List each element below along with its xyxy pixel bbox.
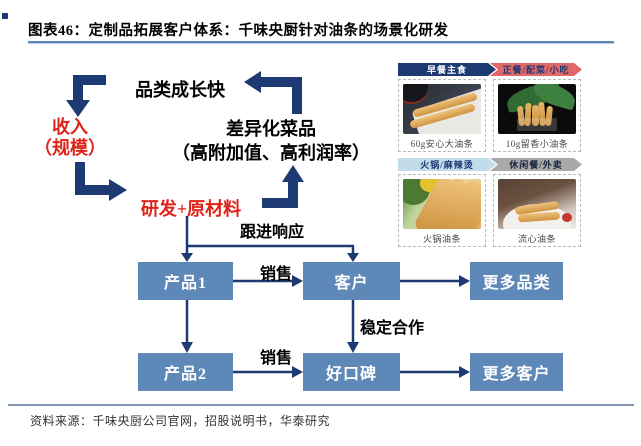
photo-hotpot-youtiao [403,179,481,229]
photo-big-youtiao [403,84,481,134]
glass-shape [516,118,558,131]
photo-small-youtiao [498,84,576,134]
edge-label-sales-bottom: 销售 [259,350,292,367]
product-caption: 火锅油条 [422,234,461,244]
scenario-banner-leisure-takeout: 休闲餐/外卖 [490,158,582,171]
title-divider [28,41,614,43]
cycle-arrow-down-icon [66,75,106,117]
scenario-banner-hotpot: 火锅/麻辣烫 [398,158,496,171]
flow-box-product1: 产品1 [138,262,233,300]
dishes-line2: （高附加值、高利润率） [172,143,370,163]
photo-molten-core-youtiao [498,179,576,229]
edge-label-stable-cooperation: 稳定合作 [360,320,425,337]
cycle-arrow-right-icon [75,162,127,201]
product-caption: 流心油条 [517,234,556,244]
product-caption: 10g留香小油条 [505,139,569,149]
scenario-banner-meal-snack: 正餐/配菜/小吃 [490,63,582,76]
cycle-arrow-up-icon [262,165,304,208]
edge-label-sales-top: 销售 [259,266,292,283]
label-follow-up-response: 跟进响应 [240,224,305,241]
cycle-label-differentiated-dishes: 差异化菜品 （高附加值、高利润率） [140,117,402,165]
product-card-leisure: 流心油条 [493,174,581,247]
cycle-label-rd-materials: 研发+原材料 [140,199,242,219]
arrow-product1-product2 [181,300,193,353]
tomato-shape [561,213,573,222]
scenario-banner-breakfast: 早餐主食 [398,63,496,76]
page-corner-mark [2,13,8,19]
cycle-label-category-growth: 品类成长快 [135,80,225,100]
bowl-shape [403,84,428,102]
product-card-breakfast: 60g安心大油条 [398,79,486,152]
footer-divider [8,404,634,406]
revenue-line2: （规模） [34,138,106,158]
arrow-reputation-more-customers [400,366,470,378]
cycle-arrow-left-icon [244,71,302,114]
cycle-label-revenue: 收入 （规模） [22,117,118,159]
product-card-meal-snack: 10g留香小油条 [493,79,581,152]
flow-box-product2: 产品2 [138,353,233,391]
product-caption: 60g安心大油条 [410,139,474,149]
arrow-customer-reputation [347,300,359,353]
product-card-hotpot: 火锅油条 [398,174,486,247]
youtiao-stick [532,105,539,126]
flow-box-more-customers: 更多客户 [470,353,563,391]
flow-box-more-categories: 更多品类 [470,262,563,300]
dishes-line1: 差异化菜品 [226,119,316,139]
revenue-line1: 收入 [52,117,88,137]
flow-box-reputation: 好口碑 [303,353,400,391]
flow-box-customer: 客户 [303,262,400,300]
arrow-customer-more-categories [400,275,470,287]
source-note: 资料来源：千味央厨公司官网，招股说明书，华泰研究 [30,414,331,428]
figure-title: 图表46：定制品拓展客户体系：千味央厨针对油条的场景化研发 [28,23,449,39]
